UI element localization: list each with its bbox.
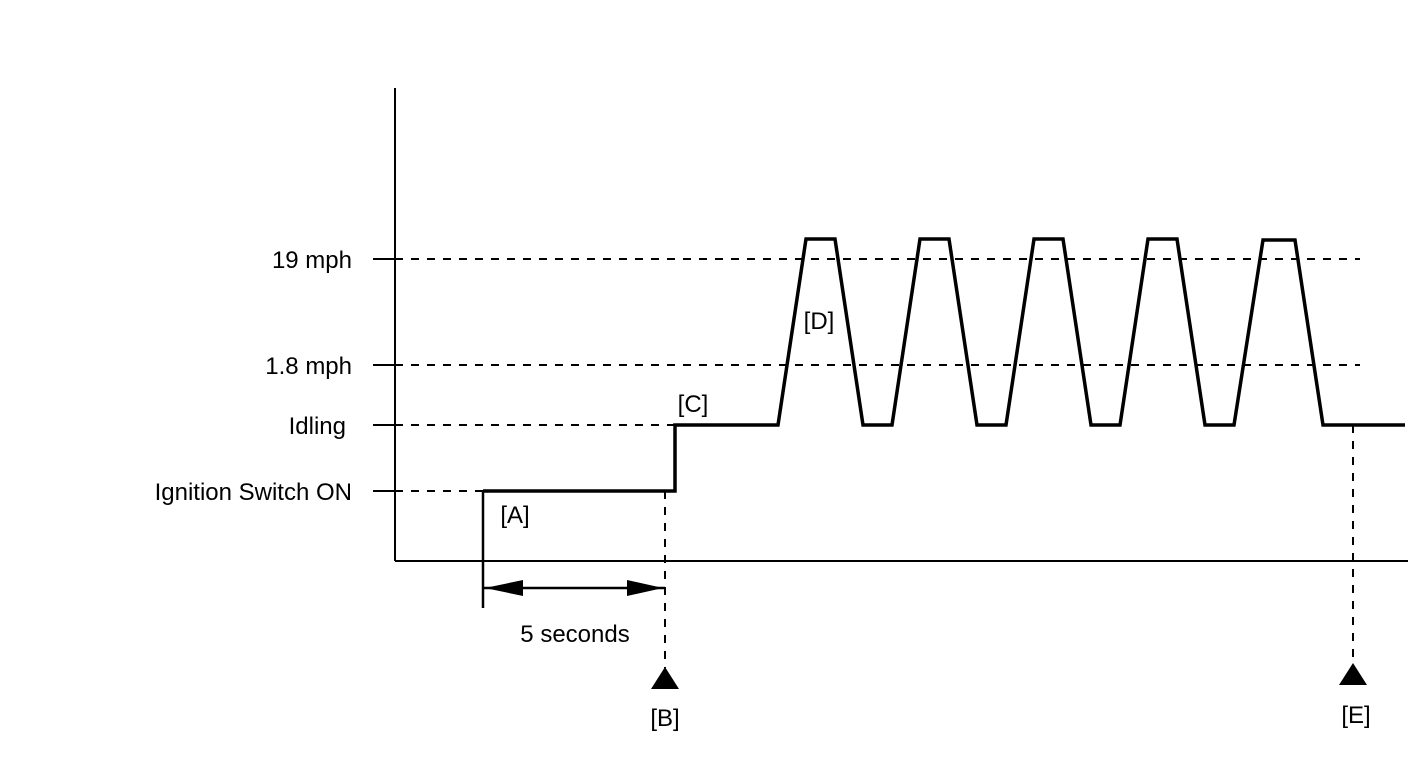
marker-label-b: [B] <box>650 705 679 732</box>
marker-label-e: [E] <box>1341 702 1370 729</box>
duration-arrow-right-head <box>627 580 663 596</box>
marker-triangle-e <box>1339 663 1367 685</box>
level-label-idling: Idling <box>289 413 346 440</box>
level-label-1-8-mph: 1.8 mph <box>265 353 352 380</box>
marker-label-d: [D] <box>804 308 835 335</box>
signal-waveform <box>483 237 1405 493</box>
marker-label-a: [A] <box>500 502 529 529</box>
duration-label: 5 seconds <box>520 621 629 648</box>
level-label-19-mph: 19 mph <box>272 247 352 274</box>
duration-arrow-left-head <box>485 580 523 596</box>
marker-label-c: [C] <box>678 391 709 418</box>
marker-triangle-b <box>651 667 679 689</box>
level-label-ignition-on: Ignition Switch ON <box>155 479 352 506</box>
